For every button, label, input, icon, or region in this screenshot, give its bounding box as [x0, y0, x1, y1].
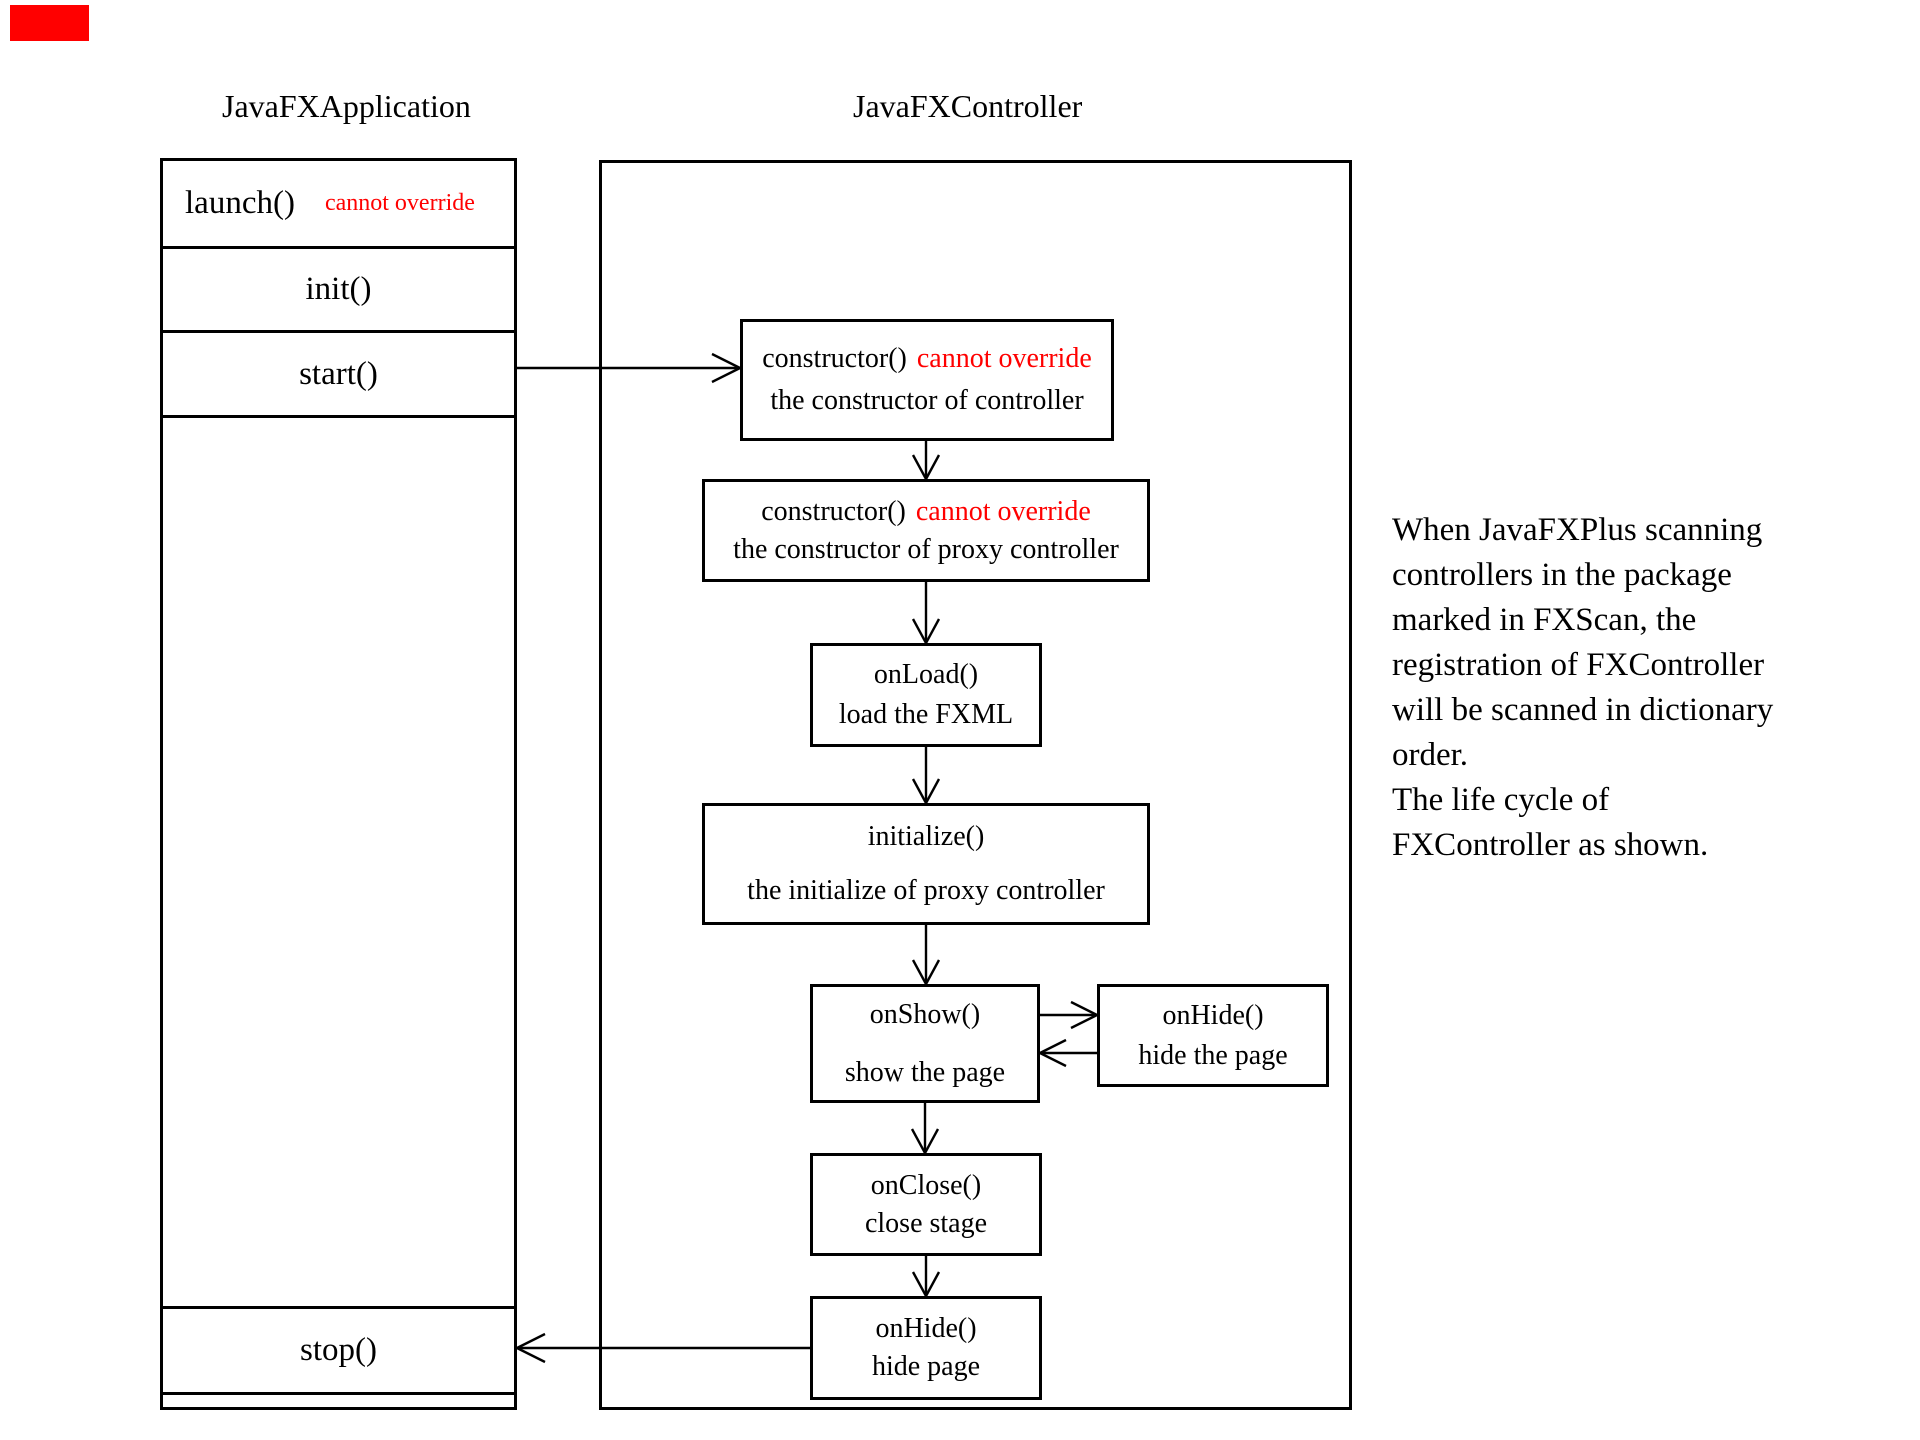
flow-box-onclose: onClose() close stage: [810, 1153, 1042, 1256]
flow-box-constructor-controller: constructor() cannot override the constr…: [740, 319, 1114, 441]
red-marker: [10, 5, 89, 41]
flow-box-subtitle: the constructor of controller: [770, 385, 1084, 416]
side-note-line: FXController as shown.: [1392, 827, 1709, 863]
controller-class-title: JavaFXController: [853, 88, 1083, 124]
flow-box-onshow: onShow() show the page: [810, 984, 1040, 1103]
flow-box-title: constructor(): [762, 343, 907, 374]
flow-box-subtitle: show the page: [844, 1056, 1006, 1088]
row-divider: [163, 246, 514, 249]
method-row-init: init(): [163, 249, 514, 330]
flow-box-title: onLoad(): [873, 659, 979, 690]
flow-box-title: onShow(): [869, 998, 981, 1030]
method-row-launch: launch() cannot override: [163, 161, 514, 246]
flow-box-subtitle: hide page: [871, 1351, 981, 1382]
cannot-override-note: cannot override: [916, 343, 1092, 374]
flow-box-subtitle: close stage: [864, 1207, 988, 1239]
side-note-line: will be scanned in dictionary: [1392, 692, 1774, 728]
side-note-line: marked in FXScan, the: [1392, 602, 1697, 638]
row-divider: [163, 415, 514, 418]
side-note-line: The life cycle of: [1392, 782, 1610, 818]
method-label-stop: stop(): [300, 1332, 377, 1368]
side-note-line: When JavaFXPlus scanning: [1392, 512, 1763, 548]
row-divider: [163, 1306, 514, 1309]
flow-box-title: onHide(): [1162, 999, 1264, 1031]
side-note-line: controllers in the package: [1392, 557, 1732, 593]
flow-box-subtitle: load the FXML: [838, 699, 1014, 730]
flow-box-subtitle: the initialize of proxy controller: [747, 875, 1105, 906]
side-note-line: registration of FXController: [1392, 647, 1765, 683]
row-divider: [163, 1392, 514, 1395]
cannot-override-note: cannot override: [915, 495, 1091, 527]
flow-box-title: constructor(): [761, 495, 906, 527]
method-label-launch: launch(): [185, 185, 295, 221]
method-row-stop: stop(): [163, 1309, 514, 1392]
launch-cannot-override-note: cannot override: [324, 190, 475, 216]
flow-box-title: onHide(): [875, 1313, 977, 1344]
flow-box-onload: onLoad() load the FXML: [810, 643, 1042, 747]
app-class-box: launch() cannot override init() start() …: [160, 158, 517, 1410]
method-label-start: start(): [299, 355, 378, 392]
app-class-title: JavaFXApplication: [222, 88, 471, 124]
method-label-init: init(): [305, 271, 372, 307]
side-note: When JavaFXPlus scanning controllers in …: [1392, 508, 1773, 868]
method-row-start: start(): [163, 333, 514, 415]
flow-box-title: onClose(): [870, 1169, 982, 1201]
side-note-line: order.: [1392, 737, 1469, 773]
flow-box-title: initialize(): [867, 821, 985, 852]
flow-box-subtitle: the constructor of proxy controller: [733, 533, 1119, 565]
flow-box-initialize: initialize() the initialize of proxy con…: [702, 803, 1150, 925]
row-divider: [163, 330, 514, 333]
flow-box-onhide-side: onHide() hide the page: [1097, 984, 1329, 1087]
flow-box-onhide-bottom: onHide() hide page: [810, 1296, 1042, 1400]
flow-box-constructor-proxy: constructor() cannot override the constr…: [702, 479, 1150, 582]
flow-box-subtitle: hide the page: [1138, 1039, 1288, 1071]
